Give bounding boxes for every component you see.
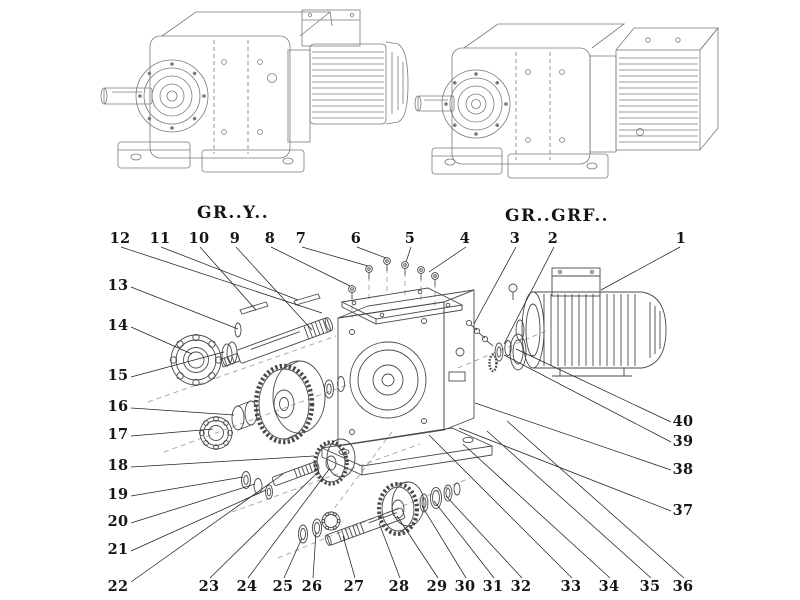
bolt-circle-dots (444, 72, 508, 136)
output-side-parts (419, 482, 461, 513)
callout-35: 35 (639, 577, 661, 595)
callout-25: 25 (272, 577, 294, 595)
assembled-unit-gr-grf (414, 23, 719, 179)
input-coupling-parts (465, 319, 527, 373)
retaining-ring (234, 322, 242, 338)
callout-16: 16 (107, 397, 129, 415)
cover-bolts (348, 257, 439, 299)
callout-5: 5 (404, 229, 416, 247)
assembled-unit-gr-y (100, 9, 409, 173)
callout-19: 19 (107, 485, 129, 503)
exploded-view (147, 257, 667, 559)
key-1 (239, 301, 269, 315)
pinion-shaft (271, 461, 320, 486)
figure-label-gr-y: GR..Y.. (196, 203, 270, 223)
intermediate-shaft (324, 507, 406, 546)
gear-washers (324, 376, 345, 399)
callout-17: 17 (107, 425, 129, 443)
callout-14: 14 (107, 316, 129, 334)
callout-10: 10 (188, 229, 210, 247)
callout-11: 11 (149, 229, 171, 247)
callout-23: 23 (198, 577, 220, 595)
callout-12: 12 (109, 229, 131, 247)
washers-small (241, 471, 273, 500)
callout-32: 32 (510, 577, 532, 595)
gear-large (253, 360, 326, 445)
callout-33: 33 (560, 577, 582, 595)
callout-9: 9 (229, 229, 241, 247)
callout-20: 20 (107, 512, 129, 530)
callout-39: 39 (672, 432, 694, 450)
callout-24: 24 (236, 577, 258, 595)
callout-26: 26 (301, 577, 323, 595)
callout-29: 29 (426, 577, 448, 595)
bushing (231, 400, 258, 431)
key-2 (293, 293, 321, 306)
callout-37: 37 (672, 501, 694, 519)
leader-lines (120, 246, 685, 583)
callout-22: 22 (107, 577, 129, 595)
output-shaft (219, 317, 334, 368)
gear-housing (337, 289, 475, 447)
callout-18: 18 (107, 456, 129, 474)
callout-1: 1 (675, 229, 687, 247)
bearing-medium (198, 415, 234, 451)
callout-21: 21 (107, 540, 129, 558)
housing-base (320, 427, 494, 476)
rings-lower (298, 518, 322, 544)
callout-2: 2 (547, 229, 559, 247)
housing-cover (340, 287, 464, 325)
callout-34: 34 (598, 577, 620, 595)
callout-3: 3 (509, 229, 521, 247)
spacer-ring (221, 341, 238, 367)
callout-6: 6 (350, 229, 362, 247)
callout-13: 13 (107, 276, 129, 294)
callout-36: 36 (672, 577, 694, 595)
callout-27: 27 (343, 577, 365, 595)
figure-label-gr-grf: GR..GRF.. (505, 206, 609, 226)
callout-31: 31 (482, 577, 504, 595)
callout-15: 15 (107, 366, 129, 384)
gear-output (377, 481, 425, 536)
callout-7: 7 (295, 229, 307, 247)
callout-30: 30 (454, 577, 476, 595)
callout-40: 40 (672, 412, 694, 430)
callout-28: 28 (388, 577, 410, 595)
callout-4: 4 (459, 229, 471, 247)
callout-8: 8 (264, 229, 276, 247)
motor (508, 267, 667, 377)
bearing-large (169, 333, 223, 387)
bearing-small (321, 511, 341, 531)
bolt-circle-dots (138, 62, 206, 130)
callout-38: 38 (672, 460, 694, 478)
